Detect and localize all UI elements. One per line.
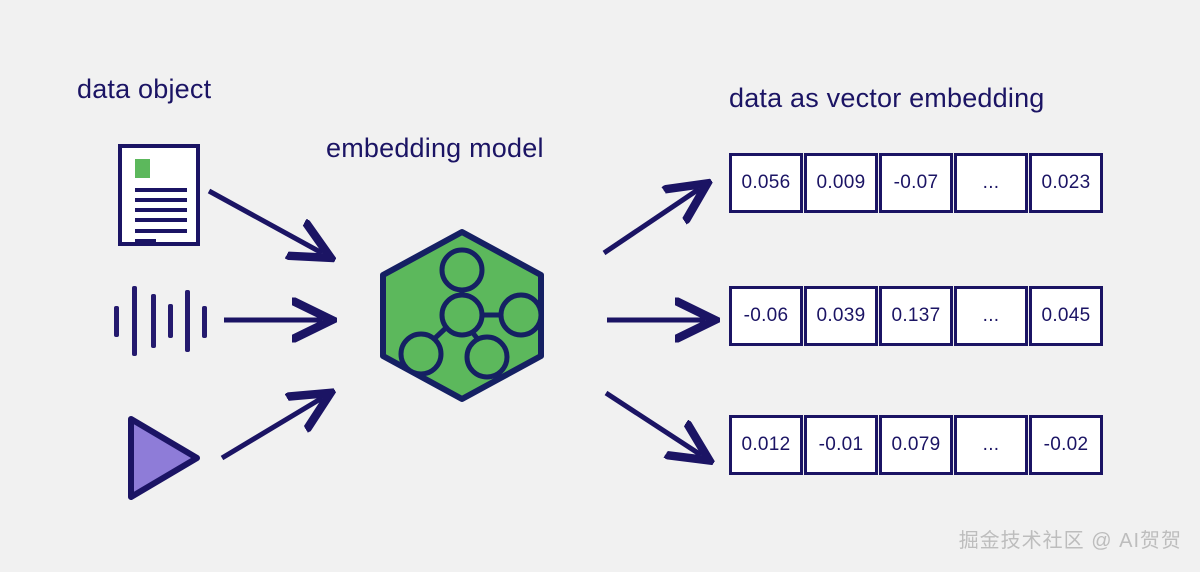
label-embedding-model: embedding model [326, 133, 544, 163]
vector-cell: 0.137 [879, 286, 953, 346]
play-triangle-icon [128, 416, 200, 500]
network-node-bottom-left [398, 331, 444, 377]
vector-cell-ellipsis: ... [954, 153, 1028, 213]
waveform-bar [168, 304, 173, 338]
waveform-bar [151, 294, 156, 348]
arrow-video-to-model [220, 390, 338, 461]
waveform-bar [185, 290, 190, 352]
vector-cell: 0.045 [1029, 286, 1103, 346]
vector-cell: 0.056 [729, 153, 803, 213]
arrow-document-to-model [207, 188, 340, 265]
vector-row: 0.056 0.009 -0.07 ... 0.023 [729, 153, 1103, 213]
document-thumbnail-square [135, 159, 150, 178]
vector-row: -0.06 0.039 0.137 ... 0.045 [729, 286, 1103, 346]
vector-row: 0.012 -0.01 0.079 ... -0.02 [729, 415, 1103, 475]
embedding-model-hexagon [380, 229, 544, 402]
vector-cell-ellipsis: ... [954, 415, 1028, 475]
waveform-bar [132, 286, 137, 356]
vector-cell: 0.023 [1029, 153, 1103, 213]
vector-cell: 0.039 [804, 286, 878, 346]
network-node-top [439, 247, 485, 293]
document-text-line [135, 198, 187, 202]
waveform-bar [114, 306, 119, 337]
network-node-right [498, 292, 544, 338]
label-data-as-vector-embedding: data as vector embedding [729, 83, 1045, 113]
vector-cell-ellipsis: ... [954, 286, 1028, 346]
document-text-line-short [135, 239, 156, 243]
network-node-bottom-right [464, 334, 510, 380]
watermark-text: 掘金技术社区 @ AI贺贺 [958, 530, 1182, 552]
vector-cell: 0.079 [879, 415, 953, 475]
document-text-line [135, 229, 187, 233]
label-data-object: data object [77, 74, 212, 104]
document-text-line [135, 208, 187, 212]
document-text-line [135, 218, 187, 222]
audio-waveform-icon [110, 285, 210, 357]
waveform-bar [202, 306, 207, 338]
play-triangle-shape [128, 416, 200, 500]
arrow-audio-to-model [224, 305, 337, 335]
vector-cell: 0.012 [729, 415, 803, 475]
vector-cell: -0.01 [804, 415, 878, 475]
arrow-model-to-vector-3 [604, 390, 717, 465]
vector-cell: -0.02 [1029, 415, 1103, 475]
vector-cell: -0.06 [729, 286, 803, 346]
document-icon [118, 144, 200, 246]
vector-cell: -0.07 [879, 153, 953, 213]
network-node-center [439, 292, 485, 338]
document-text-line [135, 188, 187, 192]
vector-cell: 0.009 [804, 153, 878, 213]
arrow-model-to-vector-2 [607, 305, 720, 335]
neural-network-nodes [398, 247, 544, 380]
arrow-model-to-vector-1 [602, 180, 715, 256]
